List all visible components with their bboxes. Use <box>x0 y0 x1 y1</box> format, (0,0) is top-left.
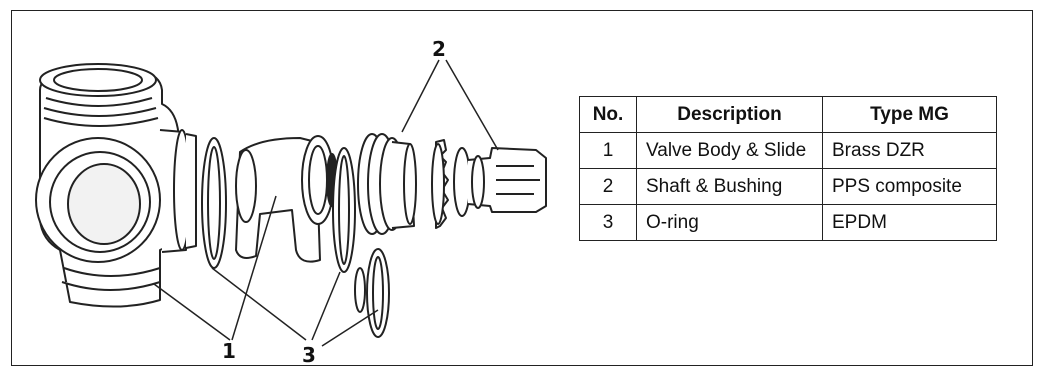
cell-number: 2 <box>579 168 637 205</box>
cell-description: Shaft & Bushing <box>636 168 823 205</box>
small-o-ring-part <box>354 248 390 338</box>
header-number: No. <box>579 96 637 133</box>
cell-type: Brass DZR <box>822 132 997 169</box>
parts-table: No. Description Type MG 1 Valve Body & S… <box>579 96 997 241</box>
cell-description: O-ring <box>636 204 823 241</box>
callout-label-2: 2 <box>432 37 446 61</box>
cell-description: Valve Body & Slide <box>636 132 823 169</box>
cell-number: 1 <box>579 132 637 169</box>
slide-part <box>235 135 338 263</box>
washer-part <box>431 139 449 229</box>
cell-number: 3 <box>579 204 637 241</box>
table-row: 1 Valve Body & Slide Brass DZR <box>579 132 997 169</box>
o-ring-part <box>201 137 227 269</box>
header-type: Type MG <box>822 96 997 133</box>
cell-type: PPS composite <box>822 168 997 205</box>
table-header-row: No. Description Type MG <box>579 96 997 133</box>
bushing-part <box>357 133 417 235</box>
callout-label-1: 1 <box>222 339 236 363</box>
cell-type: EPDM <box>822 204 997 241</box>
o-ring-part <box>332 147 356 273</box>
header-description: Description <box>636 96 823 133</box>
table-row: 3 O-ring EPDM <box>579 204 997 241</box>
callout-label-3: 3 <box>302 343 316 367</box>
shaft-part <box>453 147 547 217</box>
valve-body-illustration <box>35 63 197 308</box>
table-row: 2 Shaft & Bushing PPS composite <box>579 168 997 205</box>
leader-lines <box>153 59 499 347</box>
